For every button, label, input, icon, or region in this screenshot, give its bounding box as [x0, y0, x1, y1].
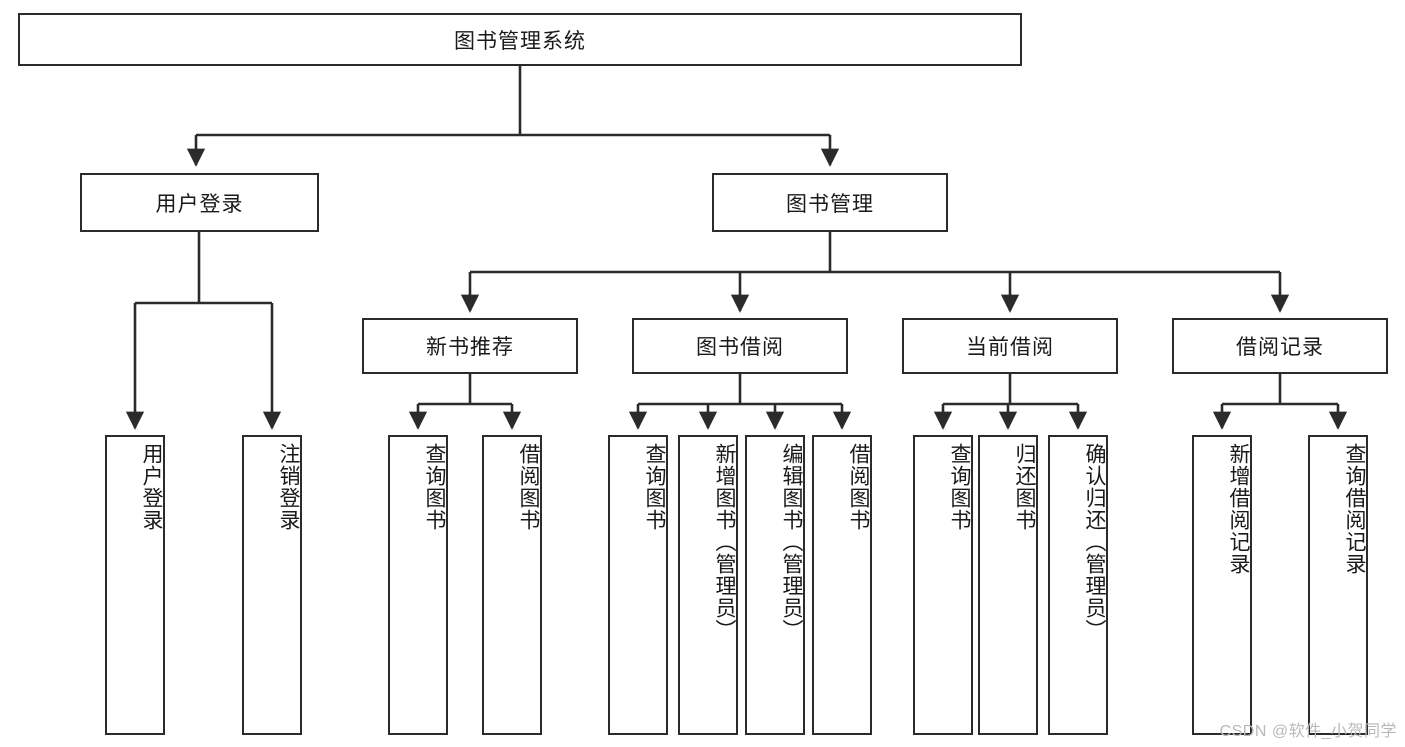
node-current-borrow-label: 当前借阅: [966, 336, 1054, 359]
node-leaf-add-record[interactable]: 新增借阅记录: [1192, 435, 1252, 735]
node-leaf-confirm-return-label: 确认归还（管理员）: [1083, 443, 1106, 641]
node-leaf-logout-label: 注销登录: [277, 443, 300, 531]
node-root[interactable]: 图书管理系统: [18, 13, 1022, 66]
node-leaf-query-record[interactable]: 查询借阅记录: [1308, 435, 1368, 735]
node-leaf-add-record-label: 新增借阅记录: [1227, 443, 1250, 575]
node-new-book-recommend[interactable]: 新书推荐: [362, 318, 578, 374]
node-leaf-query-record-label: 查询借阅记录: [1343, 443, 1366, 575]
node-leaf-borrow-book-1-label: 借阅图书: [517, 443, 540, 531]
node-leaf-user-login[interactable]: 用户登录: [105, 435, 165, 735]
node-leaf-query-book-2[interactable]: 查询图书: [608, 435, 668, 735]
node-leaf-query-book-3-label: 查询图书: [948, 443, 971, 531]
node-leaf-query-book-1-label: 查询图书: [423, 443, 446, 531]
node-leaf-borrow-book-2[interactable]: 借阅图书: [812, 435, 872, 735]
node-new-book-recommend-label: 新书推荐: [426, 336, 514, 359]
node-book-manage-label: 图书管理: [786, 192, 874, 216]
node-leaf-query-book-1[interactable]: 查询图书: [388, 435, 448, 735]
node-leaf-return-book[interactable]: 归还图书: [978, 435, 1038, 735]
node-borrow-record[interactable]: 借阅记录: [1172, 318, 1388, 374]
csdn-watermark: CSDN @软件_小贺同学: [1219, 723, 1397, 740]
node-leaf-query-book-2-label: 查询图书: [643, 443, 666, 531]
node-borrow-record-label: 借阅记录: [1236, 336, 1324, 359]
node-leaf-user-login-label: 用户登录: [140, 443, 163, 531]
node-book-borrow[interactable]: 图书借阅: [632, 318, 848, 374]
node-leaf-add-book-label: 新增图书（管理员）: [713, 443, 736, 641]
node-leaf-return-book-label: 归还图书: [1013, 443, 1036, 531]
node-root-label: 图书管理系统: [454, 29, 586, 53]
node-leaf-edit-book[interactable]: 编辑图书（管理员）: [745, 435, 805, 735]
node-current-borrow[interactable]: 当前借阅: [902, 318, 1118, 374]
node-leaf-add-book[interactable]: 新增图书（管理员）: [678, 435, 738, 735]
node-user-login-label: 用户登录: [155, 192, 244, 216]
node-leaf-borrow-book-2-label: 借阅图书: [847, 443, 870, 531]
node-leaf-borrow-book-1[interactable]: 借阅图书: [482, 435, 542, 735]
node-book-manage[interactable]: 图书管理: [712, 173, 948, 232]
node-leaf-confirm-return[interactable]: 确认归还（管理员）: [1048, 435, 1108, 735]
node-leaf-query-book-3[interactable]: 查询图书: [913, 435, 973, 735]
node-leaf-logout[interactable]: 注销登录: [242, 435, 302, 735]
node-leaf-edit-book-label: 编辑图书（管理员）: [780, 443, 803, 641]
node-book-borrow-label: 图书借阅: [696, 336, 784, 359]
node-user-login[interactable]: 用户登录: [80, 173, 319, 232]
